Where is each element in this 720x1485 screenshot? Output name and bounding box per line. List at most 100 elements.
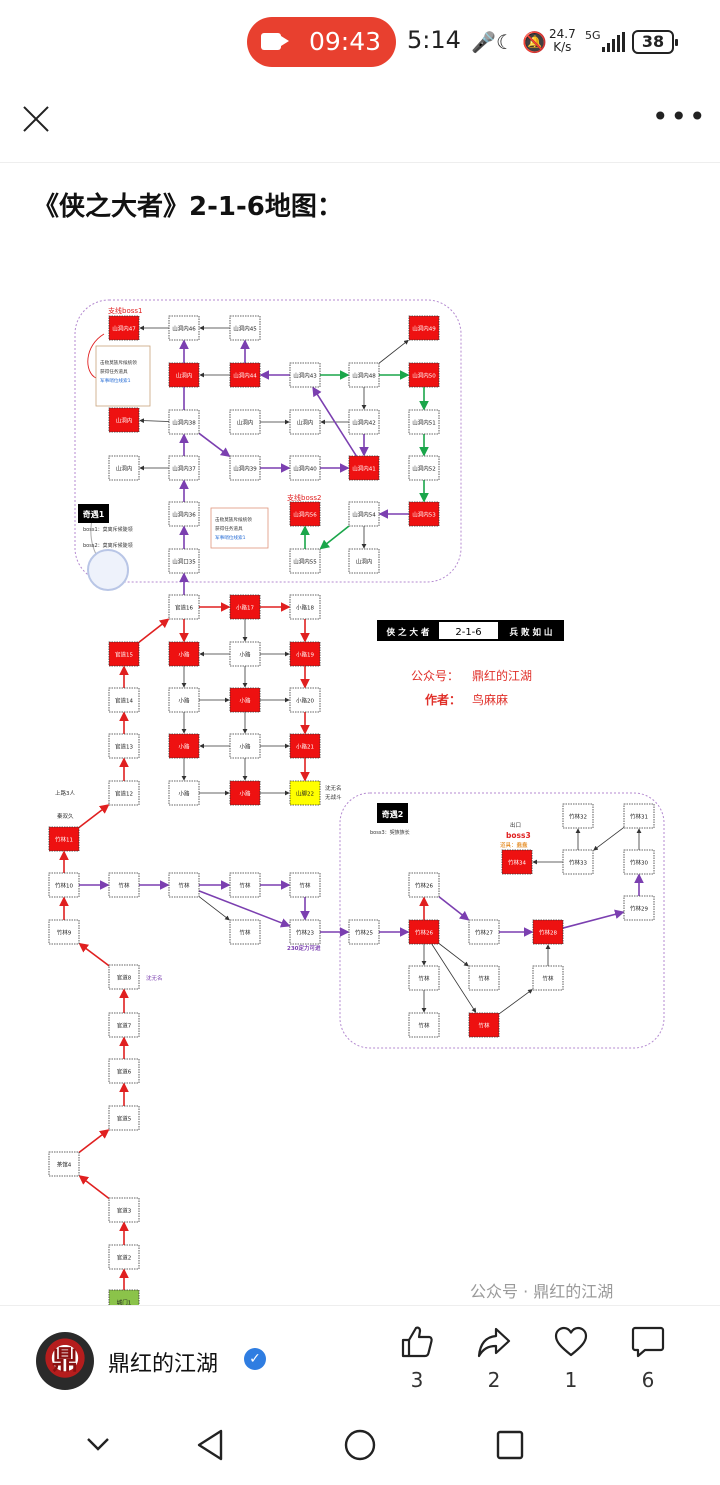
map-node-cave_d	[289, 409, 321, 435]
back-triangle-icon[interactable]	[195, 1427, 227, 1463]
map-node-label-road17: 小路17	[236, 604, 254, 612]
map-node-label-cave44: 山洞内44	[233, 372, 257, 380]
map-node-cave53	[408, 501, 440, 527]
map-node-label-road7: 官道7	[117, 1022, 132, 1030]
map-node-label-cave49: 山洞内49	[412, 325, 436, 333]
article-title: 《侠之大者》2-1-6地图：	[33, 192, 343, 222]
hide-keyboard-chevron-icon[interactable]	[84, 1427, 112, 1463]
map-node-label-gate1: 城门1	[117, 1299, 132, 1306]
map-edge-bamboo_j-bamboo_h	[498, 989, 533, 1015]
boss3-item: 道具：蠢蠢	[500, 841, 528, 849]
home-circle-icon[interactable]	[343, 1427, 377, 1463]
quest-box-2-line1: 获得任务道具	[215, 525, 243, 532]
map-edge-road15-road16	[138, 618, 170, 643]
map-node-road16	[168, 594, 200, 620]
map-edge-bamboo26b-bamboo_g	[438, 943, 469, 967]
share-button[interactable]: 2	[472, 1324, 516, 1392]
map-node-label-tea4: 茶馆4	[57, 1161, 72, 1169]
map-node-cave_a	[168, 362, 200, 388]
map-node-label-bamboo_c: 竹林	[239, 882, 251, 890]
comment-button[interactable]: 6	[626, 1324, 670, 1392]
map-node-cave_e	[108, 455, 140, 481]
quest-box-2-line0: 击败莫族斥候统领	[215, 516, 252, 523]
map-node-gate1	[108, 1289, 140, 1305]
map-node-bamboo10	[48, 872, 80, 898]
map-edge-cave38-cave_b	[139, 418, 170, 424]
map-node-road20	[289, 687, 321, 713]
map-node-label-cave42: 山洞内42	[352, 419, 376, 427]
network-speed-value: 24.7	[549, 27, 576, 41]
map-node-label-road12: 官道12	[115, 790, 133, 798]
map-node-road22	[289, 780, 321, 806]
network-type: 5G	[585, 29, 601, 42]
map-node-label-xl_f: 小路	[239, 743, 251, 751]
map-node-cave56	[289, 501, 321, 527]
author-avatar[interactable]: 鼎	[36, 1332, 94, 1390]
map-title-right: 兵 败 如 山	[510, 627, 553, 638]
map-node-cave35	[168, 548, 200, 574]
more-options-icon[interactable]: •••	[652, 100, 708, 133]
map-node-label-cave_a: 山洞内	[176, 372, 193, 380]
system-navigation-bar	[0, 1405, 720, 1485]
map-node-cave50	[408, 362, 440, 388]
map-node-label-xl_a: 小路	[178, 651, 190, 659]
map-node-road13	[108, 733, 140, 759]
author-action-bar: 鼎 鼎红的江湖 ✓ 3 2 1 6	[0, 1305, 720, 1405]
boss3-note: boss3：契族族长	[370, 829, 410, 836]
quest-box-1	[95, 345, 151, 407]
map-node-label-road20: 小路20	[296, 697, 314, 705]
map-node-xl_d	[229, 687, 261, 713]
map-title-center	[439, 622, 498, 639]
quest-box-2	[210, 507, 269, 549]
top-divider	[0, 162, 720, 163]
comment-bubble-icon	[631, 1326, 665, 1358]
map-node-label-cave37: 山洞内37	[172, 465, 196, 473]
note-power: 230定力可进	[287, 944, 321, 952]
close-icon[interactable]	[22, 105, 50, 133]
map-node-road7	[108, 1012, 140, 1038]
map-node-label-cave_d: 山洞内	[297, 419, 314, 427]
map-node-bamboo33	[562, 849, 594, 875]
map-node-road2	[108, 1244, 140, 1270]
map-node-label-bamboo_d: 竹林	[299, 882, 311, 890]
map-node-tea4	[48, 1151, 80, 1177]
recent-apps-square-icon[interactable]	[495, 1427, 525, 1463]
map-node-label-cave40: 山洞内40	[293, 465, 317, 473]
map-node-cave51	[408, 409, 440, 435]
favorite-button[interactable]: 1	[549, 1324, 593, 1392]
map-node-label-cave_f: 山洞内	[356, 558, 373, 566]
official-account-label: 公众号：	[411, 669, 459, 683]
map-edge-cave41-cave43	[312, 386, 358, 457]
map-node-bamboo_a	[108, 872, 140, 898]
map-node-label-road5: 官道5	[117, 1115, 132, 1123]
author-name[interactable]: 鼎红的江湖	[108, 1352, 219, 1377]
share-count: 2	[487, 1368, 501, 1392]
map-node-bamboo25	[348, 919, 380, 945]
bamboo-region-border	[339, 792, 665, 1049]
map-node-cave47	[108, 315, 140, 341]
map-node-label-road3: 官道3	[117, 1207, 132, 1215]
map-node-bamboo_j	[468, 1012, 500, 1038]
battery-icon: 38	[632, 30, 678, 54]
map-node-cave49	[408, 315, 440, 341]
do-not-disturb-moon-icon: ☾	[496, 30, 514, 54]
clock: 5:14	[407, 26, 461, 54]
screen-recording-pill[interactable]: 09:43	[247, 17, 396, 67]
map-node-bamboo34	[501, 849, 533, 875]
map-node-label-road21: 小路21	[296, 743, 314, 751]
map-node-cave_f	[348, 548, 380, 574]
map-node-road6	[108, 1058, 140, 1084]
cave-region-border	[74, 299, 462, 583]
recording-time: 09:43	[309, 27, 382, 56]
map-node-bamboo23	[289, 919, 321, 945]
exit-label: 出口	[510, 821, 521, 829]
map-node-xl_h	[229, 780, 261, 806]
map-node-bamboo26b	[408, 919, 440, 945]
map-edge-road3-tea4	[78, 1175, 110, 1200]
network-speed-unit: K/s	[553, 40, 572, 54]
map-node-label-bamboo_e: 竹林	[239, 929, 251, 937]
like-button[interactable]: 3	[395, 1324, 439, 1392]
map-node-cave40	[289, 455, 321, 481]
